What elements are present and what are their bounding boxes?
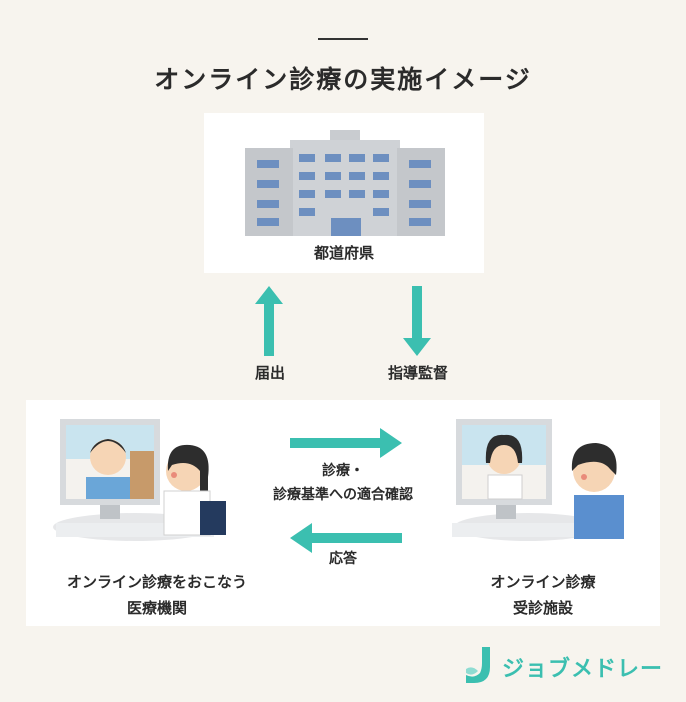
prefecture-label: 都道府県	[313, 244, 374, 262]
logo-text: ジョブメドレー	[502, 657, 664, 682]
left-party-line1: オンライン診療をおこなう	[66, 573, 247, 591]
left-party-line2: 医療機関	[126, 599, 187, 617]
doctor-with-monitor-illustration	[53, 419, 226, 541]
right-arrow	[290, 428, 402, 458]
consult-label-line2: 診療基準への適合確認	[273, 487, 413, 503]
right-party-line2: 受診施設	[512, 599, 573, 617]
title-rule	[318, 38, 368, 40]
jobmedley-logo: ジョブメドレー	[462, 645, 674, 685]
patient-with-monitor-illustration	[452, 419, 624, 541]
left-arrow	[290, 523, 402, 553]
logo-mark-icon	[466, 647, 490, 683]
up-arrow	[255, 286, 283, 356]
consult-label-line1: 診療・	[322, 463, 364, 479]
down-arrow	[403, 286, 431, 356]
response-label: 応答	[329, 551, 357, 567]
page-title: オンライン診療の実施イメージ	[154, 65, 532, 94]
right-party-line1: オンライン診療	[490, 573, 596, 591]
report-label: 届出	[254, 364, 285, 382]
guidance-label: 指導監督	[387, 364, 448, 382]
building-icon	[245, 130, 445, 236]
